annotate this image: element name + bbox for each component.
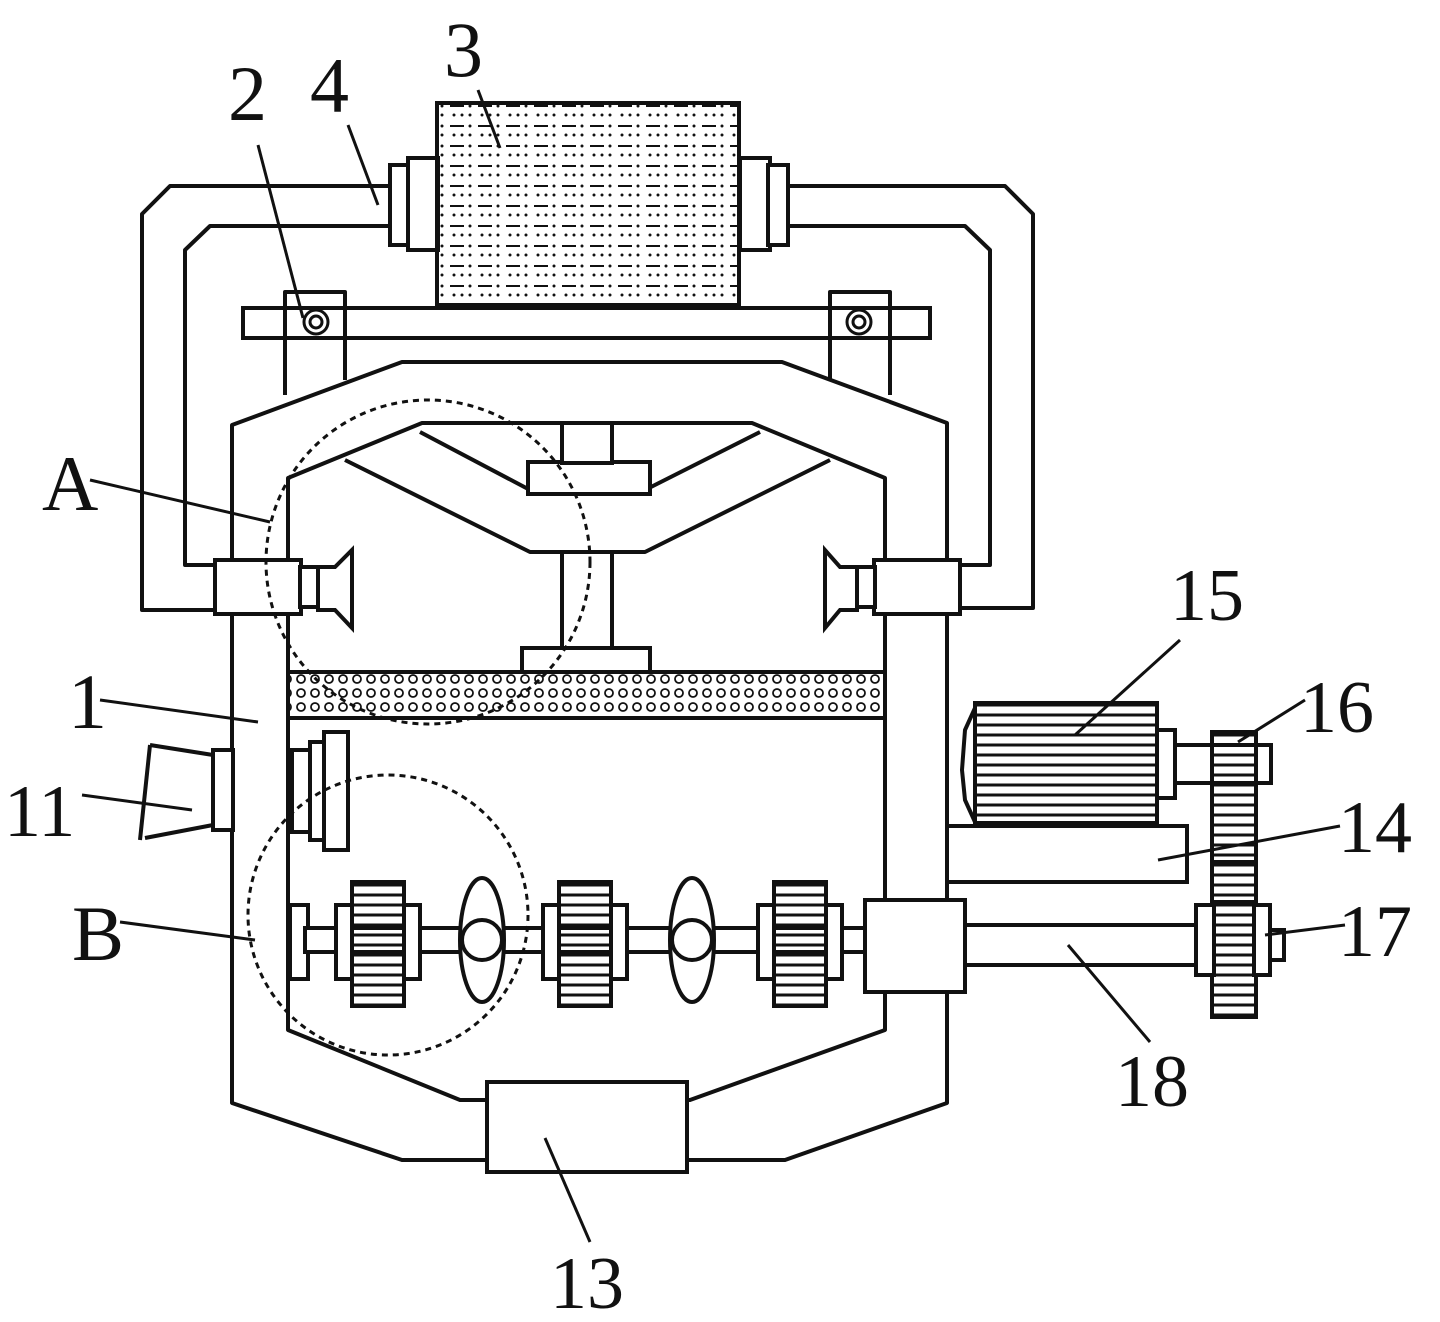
label-4: 4	[310, 42, 349, 129]
label-17: 17	[1338, 891, 1412, 973]
labels: 2 4 3 A 1 11 B 13 15 16 14 17 18	[4, 6, 1412, 1322]
label-B: B	[72, 890, 124, 977]
label-18: 18	[1115, 1041, 1189, 1123]
internal-plates	[344, 421, 831, 674]
label-13: 13	[550, 1243, 624, 1322]
cross-bar	[241, 290, 932, 395]
label-2: 2	[228, 50, 267, 137]
side-nozzles	[213, 544, 962, 634]
leader-lines	[81, 89, 1346, 1243]
hopper	[435, 101, 741, 307]
gears	[1194, 730, 1286, 1019]
handle-frame	[140, 184, 1035, 612]
roller-shaft	[288, 876, 1202, 1008]
motor-mount	[945, 824, 1189, 884]
label-14: 14	[1338, 787, 1412, 869]
handle-clamps	[388, 156, 790, 252]
inlet-pipe	[138, 730, 350, 852]
detail-circles	[246, 398, 592, 1057]
label-A: A	[42, 440, 98, 527]
outlet	[485, 1080, 689, 1174]
label-1: 1	[68, 658, 107, 745]
label-3: 3	[444, 6, 483, 93]
filter-screen	[286, 670, 887, 720]
label-16: 16	[1300, 667, 1374, 749]
label-11: 11	[4, 771, 75, 853]
label-15: 15	[1170, 555, 1244, 637]
